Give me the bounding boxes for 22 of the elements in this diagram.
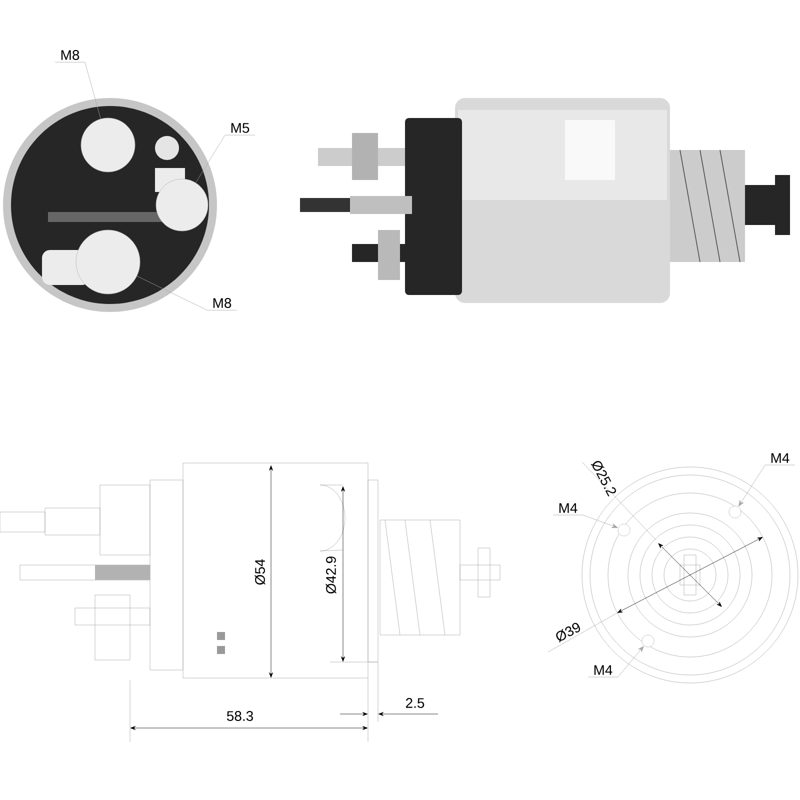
dimension-label: 58.3 xyxy=(226,711,253,721)
dimension-label: Ø39 xyxy=(556,622,580,643)
mounting-hole xyxy=(642,634,654,648)
dimension-label: Ø42.9 xyxy=(326,556,336,594)
leader-line xyxy=(552,514,618,528)
callout-label: M4 xyxy=(771,453,790,463)
dimension-label: 2.5 xyxy=(406,698,424,708)
callout-label: M5 xyxy=(231,123,250,133)
mounting-hole xyxy=(618,524,630,536)
leader-line xyxy=(136,276,238,310)
leader-line xyxy=(588,646,644,678)
callout-label: M4 xyxy=(594,665,612,675)
callout-label: M8 xyxy=(213,298,232,308)
leader-line xyxy=(54,62,101,119)
leader-line xyxy=(196,134,256,183)
mounting-hole xyxy=(728,506,742,518)
leader-line xyxy=(738,464,796,506)
callout-label: M8 xyxy=(61,50,80,60)
callout-label: M4 xyxy=(559,503,578,513)
dimension-label: Ø54 xyxy=(254,559,266,585)
terminal-stud xyxy=(80,118,136,172)
terminal-stud xyxy=(76,230,140,294)
